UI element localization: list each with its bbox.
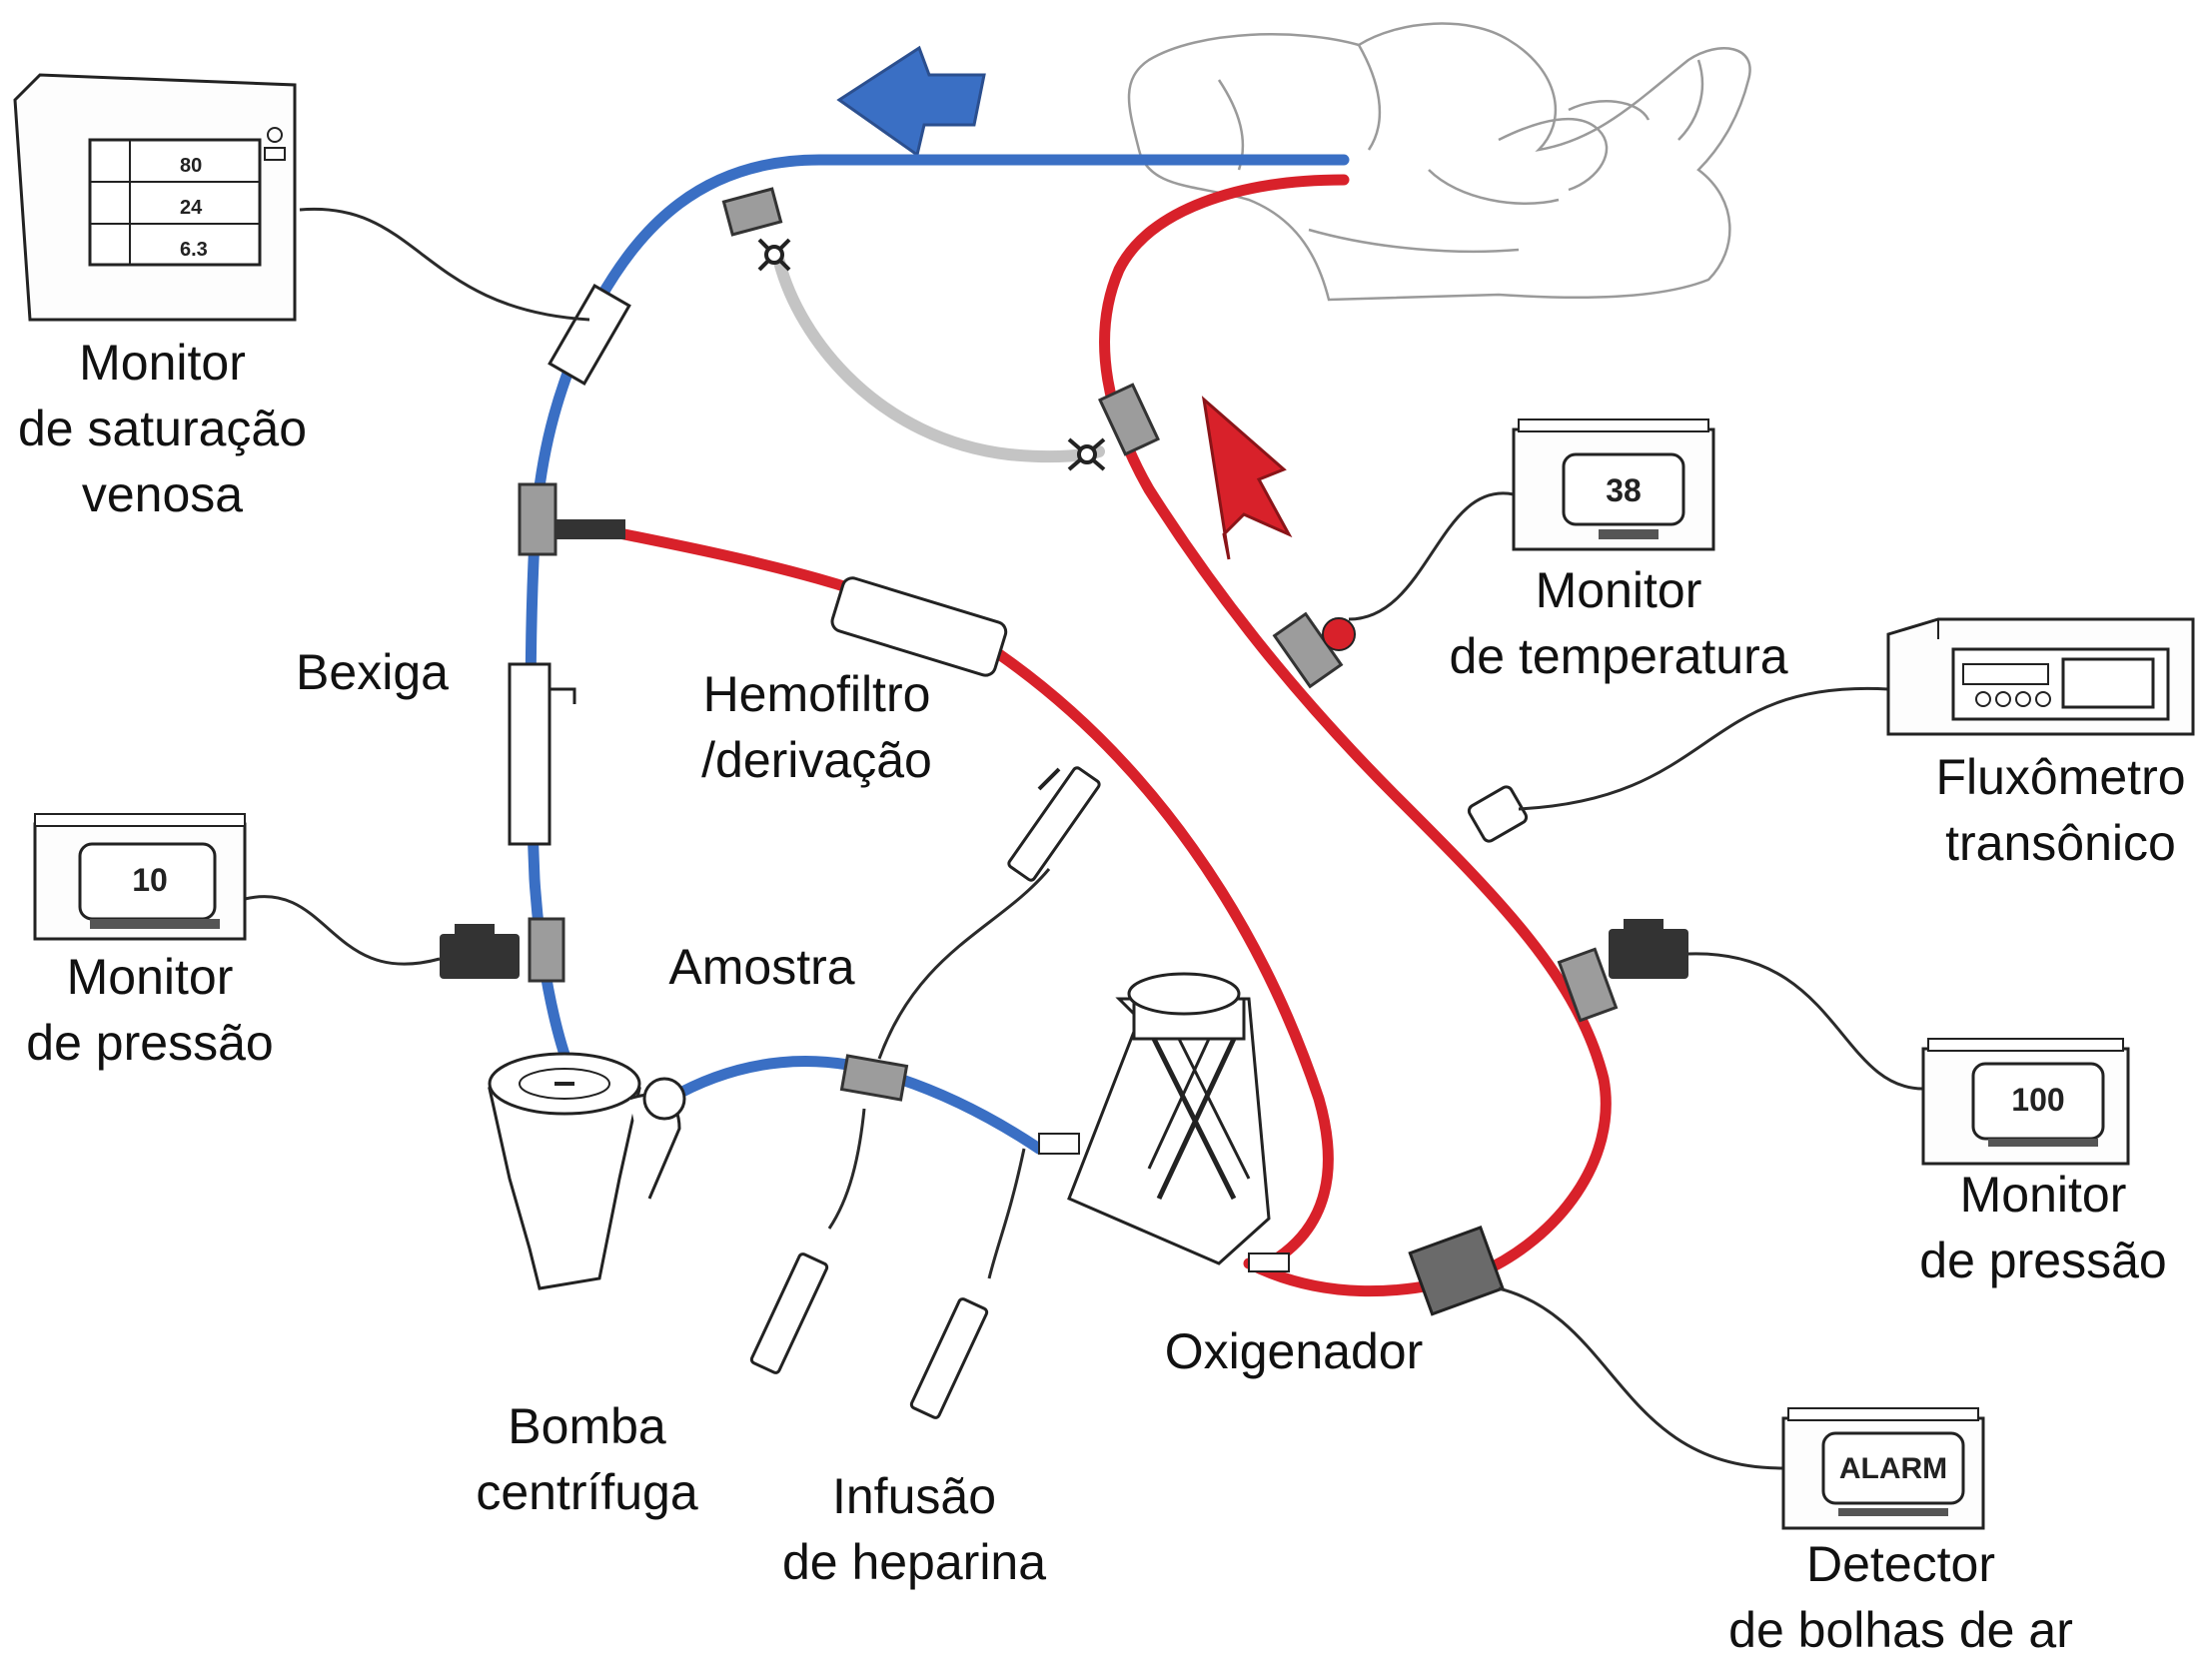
svg-text:24: 24: [180, 197, 203, 219]
pressure-monitor-left: 10: [33, 813, 247, 941]
pressure-left-cable: [244, 895, 441, 966]
pressure-right-cable: [1687, 952, 1924, 1091]
label-centrifugal-pump: Bomba centrífuga: [476, 1398, 698, 1520]
svg-text:38: 38: [1606, 472, 1642, 508]
bridge-stopcocks: [757, 238, 1106, 471]
pressure-transducer-right: [1609, 919, 1688, 979]
infant-illustration: [1127, 22, 1751, 302]
sample-syringe: [877, 766, 1101, 1060]
hemofilter: [830, 576, 1008, 677]
venous-saturation-monitor: 80 24 6.3: [13, 73, 297, 322]
venous-monitor-cable: [299, 207, 590, 322]
label-pressure-monitor-left: Monitor de pressão: [26, 949, 274, 1071]
bubble-detector-unit: ALARM: [1781, 1407, 1985, 1530]
svg-text:10: 10: [132, 862, 168, 898]
heparin-syringe-left: [749, 1108, 866, 1374]
label-transonic-flowmeter: Fluxômetro transônico: [1935, 749, 2186, 871]
line-connectors: [518, 187, 1619, 1102]
oxygenator: [1038, 972, 1290, 1272]
label-oxygenator: Oxigenador: [1164, 1323, 1424, 1379]
heparin-syringe-right: [909, 1148, 1026, 1419]
svg-text:ALARM: ALARM: [1839, 1452, 1947, 1485]
label-bubble-detector: Detector de bolhas de ar: [1728, 1536, 2073, 1658]
hemofilter-return-line: [593, 523, 1334, 1269]
pressure-transducer-left: [440, 924, 520, 979]
label-hemofilter: Hemofiltro /derivação: [701, 666, 932, 788]
svg-text:100: 100: [2011, 1082, 2064, 1118]
label-sample: Amostra: [668, 939, 855, 995]
temperature-monitor: 38: [1512, 418, 1715, 551]
pressure-monitor-right: 100: [1921, 1038, 2130, 1166]
bubble-detector-cable: [1498, 1286, 1784, 1470]
label-bladder: Bexiga: [296, 644, 449, 700]
flow-probe: [1467, 785, 1529, 843]
label-heparin-infusion: Infusão de heparina: [781, 1468, 1047, 1590]
temperature-probe: [1322, 617, 1356, 651]
bubble-detector-sensor: [1408, 1226, 1505, 1316]
svg-text:6.3: 6.3: [180, 239, 208, 261]
bridge-line: [773, 256, 1105, 463]
label-temperature-monitor: Monitor de temperatura: [1449, 562, 1788, 684]
venous-saturation-cell: [548, 283, 631, 387]
arterial-flow-arrow: [1201, 396, 1293, 560]
label-pressure-monitor-right: Monitor de pressão: [1919, 1167, 2167, 1288]
centrifugal-pump: [488, 1052, 686, 1290]
label-venous-saturation-monitor: Monitor de saturação venosa: [17, 335, 308, 522]
svg-text:80: 80: [180, 155, 202, 177]
temperature-cable: [1348, 491, 1515, 621]
bladder-reservoir: [508, 662, 576, 846]
hemofilter-clamp: [555, 519, 625, 539]
transonic-flowmeter: [1886, 617, 2195, 736]
flowmeter-cable: [1518, 686, 1889, 811]
venous-flow-arrow: [836, 45, 986, 158]
